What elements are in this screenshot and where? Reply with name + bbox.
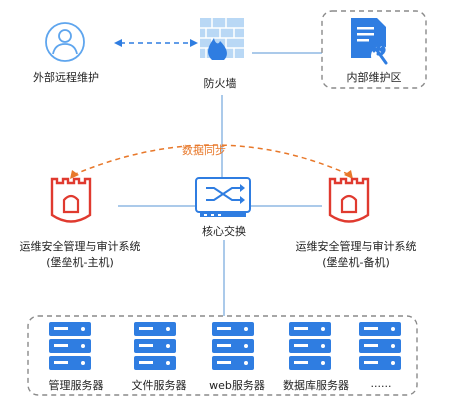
remote-maintenance-label: 外部远程维护 (33, 71, 99, 84)
data-sync-label: 数据同步 (182, 144, 226, 157)
bastion-main-title: 运维安全管理与审计系统 (19, 240, 141, 253)
sync-arrow-right (344, 170, 353, 179)
sync-arrow-left (70, 170, 79, 179)
switch-icon (195, 177, 251, 217)
server-label-web: web服务器 (209, 379, 265, 392)
bastion-backup-title: 运维安全管理与审计系统 (295, 240, 417, 253)
server-label-file: 文件服务器 (131, 379, 187, 392)
firewall-label: 防火墙 (203, 77, 237, 90)
server-label-more: ...... (370, 377, 392, 390)
arrow-right (190, 39, 198, 47)
core-switch-label: 核心交换 (202, 225, 246, 238)
server-icon (49, 322, 91, 370)
castle-icon (50, 177, 92, 223)
internal-zone-label: 内部维护区 (346, 71, 402, 84)
castle-icon (328, 177, 370, 223)
user-icon (45, 22, 85, 62)
server-label-database: 数据库服务器 (283, 379, 349, 392)
bastion-main-subtitle: (堡垒机-主机) (46, 256, 114, 269)
internal-zone-box (321, 10, 427, 89)
server-zone-box (27, 315, 418, 396)
server-icon (212, 322, 254, 370)
server-icon (134, 322, 176, 370)
server-icon (289, 322, 331, 370)
server-label-management: 管理服务器 (48, 379, 104, 392)
server-icon (359, 322, 401, 370)
bastion-backup-subtitle: (堡垒机-备机) (322, 256, 390, 269)
firewall-icon (200, 18, 244, 60)
data-sync-arc (72, 144, 351, 176)
document-wrench-icon (351, 18, 391, 66)
arrow-left (114, 39, 122, 47)
